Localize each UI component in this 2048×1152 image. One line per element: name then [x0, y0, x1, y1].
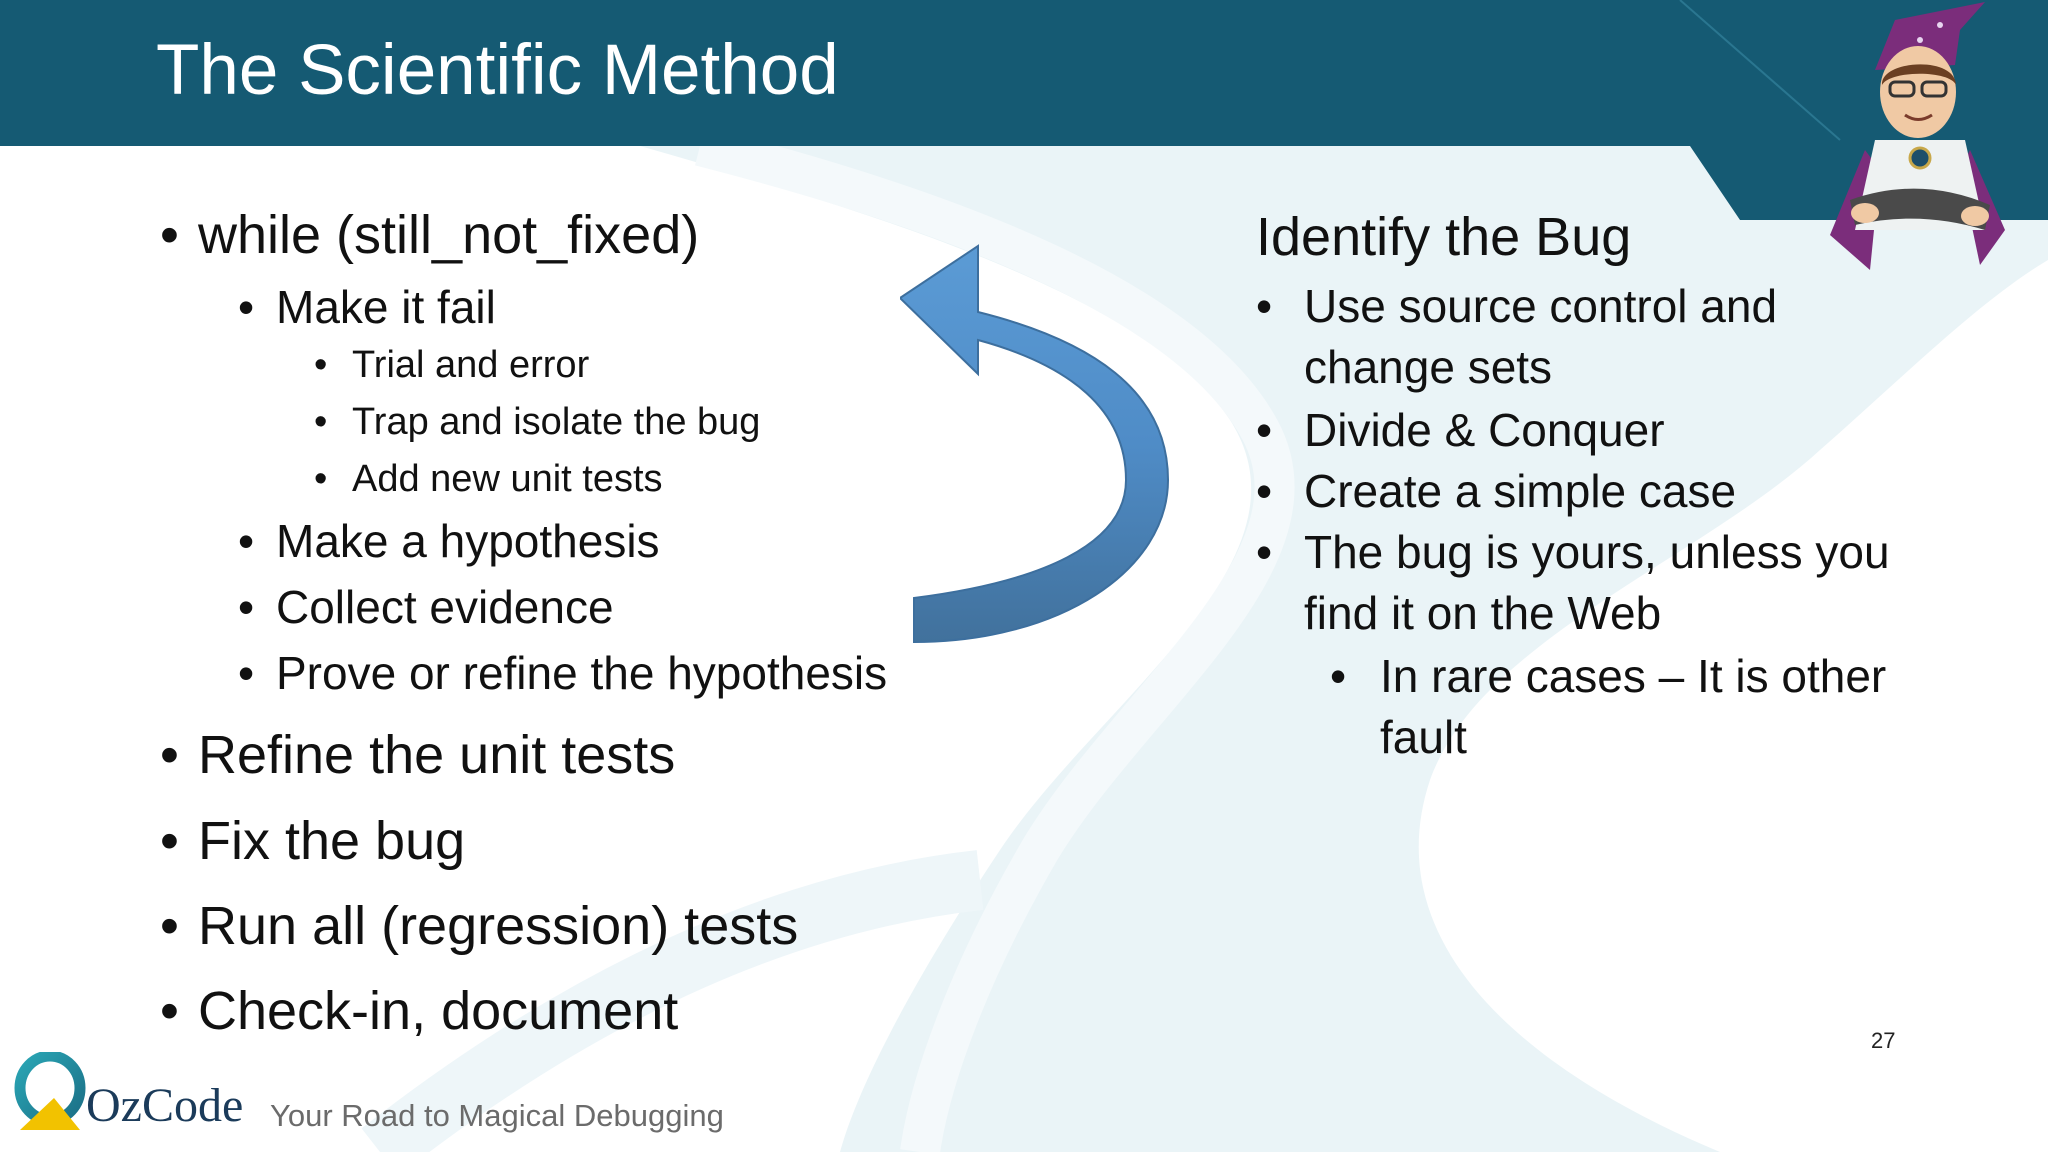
bullet-glyph: •	[314, 458, 328, 500]
bullet-glyph: •	[314, 401, 328, 443]
list-item-text: Collect evidence	[276, 581, 614, 633]
list-item: • Create a simple case	[1256, 461, 1896, 522]
list-item-text: Add new unit tests	[352, 458, 663, 500]
list-item: • Divide & Conquer	[1256, 400, 1896, 461]
bullet-glyph: •	[160, 205, 179, 265]
footer-tagline: Your Road to Magical Debugging	[270, 1098, 724, 1133]
list-item: • In rare cases – It is other fault	[1330, 646, 1910, 768]
list-item-text: Divide & Conquer	[1304, 404, 1665, 456]
list-item-text: Fix the bug	[198, 811, 466, 871]
list-item: • Check-in, document	[160, 980, 678, 1042]
bullet-glyph: •	[1330, 650, 1347, 702]
right-panel-heading: Identify the Bug	[1256, 207, 1632, 267]
list-item-text: Create a simple case	[1304, 465, 1737, 517]
bullet-glyph: •	[238, 647, 255, 699]
bullet-glyph: •	[1256, 280, 1273, 332]
list-item-text: Check-in, document	[198, 981, 679, 1041]
bullet-glyph: •	[238, 581, 255, 633]
list-item-text: Use source control and change sets	[1304, 280, 1778, 393]
bullet-glyph: •	[160, 725, 179, 785]
page-number: 27	[1871, 1028, 1896, 1053]
list-item-text: Refine the unit tests	[198, 725, 676, 785]
bullet-glyph: •	[160, 811, 179, 871]
list-item: • The bug is yours, unless you find it on…	[1256, 522, 1896, 644]
list-item: • Add new unit tests	[314, 458, 663, 501]
list-item-text: Trap and isolate the bug	[352, 401, 761, 443]
bullet-glyph: •	[238, 515, 255, 567]
wizard-mascot-icon	[1830, 2, 2005, 270]
list-item-text: Make it fail	[276, 281, 496, 333]
bullet-glyph: •	[160, 981, 179, 1041]
ozcode-logo-icon	[14, 1052, 86, 1130]
bullet-glyph: •	[1256, 465, 1273, 517]
slide-title: The Scientific Method	[156, 31, 839, 110]
list-item-text: while (still_not_fixed)	[198, 205, 700, 265]
curved-loop-arrow-icon	[900, 244, 1170, 644]
list-item: • Make a hypothesis	[238, 514, 660, 568]
list-item: • Collect evidence	[238, 580, 614, 634]
bullet-glyph: •	[314, 344, 328, 386]
list-item: • Use source control and change sets	[1256, 276, 1896, 398]
list-item: • Trap and isolate the bug	[314, 401, 760, 444]
logo-text: OzCode	[86, 1079, 244, 1132]
list-item-text: Make a hypothesis	[276, 515, 660, 567]
list-item: • Refine the unit tests	[160, 724, 675, 786]
bullet-glyph: •	[1256, 404, 1273, 456]
list-item: • Make it fail	[238, 280, 496, 334]
list-item: • while (still_not_fixed)	[160, 204, 699, 266]
list-item-text: In rare cases – It is other fault	[1380, 650, 1887, 763]
bullet-glyph: •	[238, 281, 255, 333]
list-item-text: Trial and error	[352, 344, 590, 386]
list-item-text: Run all (regression) tests	[198, 896, 799, 956]
list-item: • Run all (regression) tests	[160, 895, 798, 957]
list-item-text: The bug is yours, unless you find it on …	[1304, 526, 1890, 639]
list-item: • Trial and error	[314, 344, 589, 387]
list-item: • Prove or refine the hypothesis	[238, 646, 887, 700]
list-item-text: Prove or refine the hypothesis	[276, 647, 888, 699]
bullet-glyph: •	[1256, 526, 1273, 578]
bullet-glyph: •	[160, 896, 179, 956]
list-item: • Fix the bug	[160, 810, 465, 872]
